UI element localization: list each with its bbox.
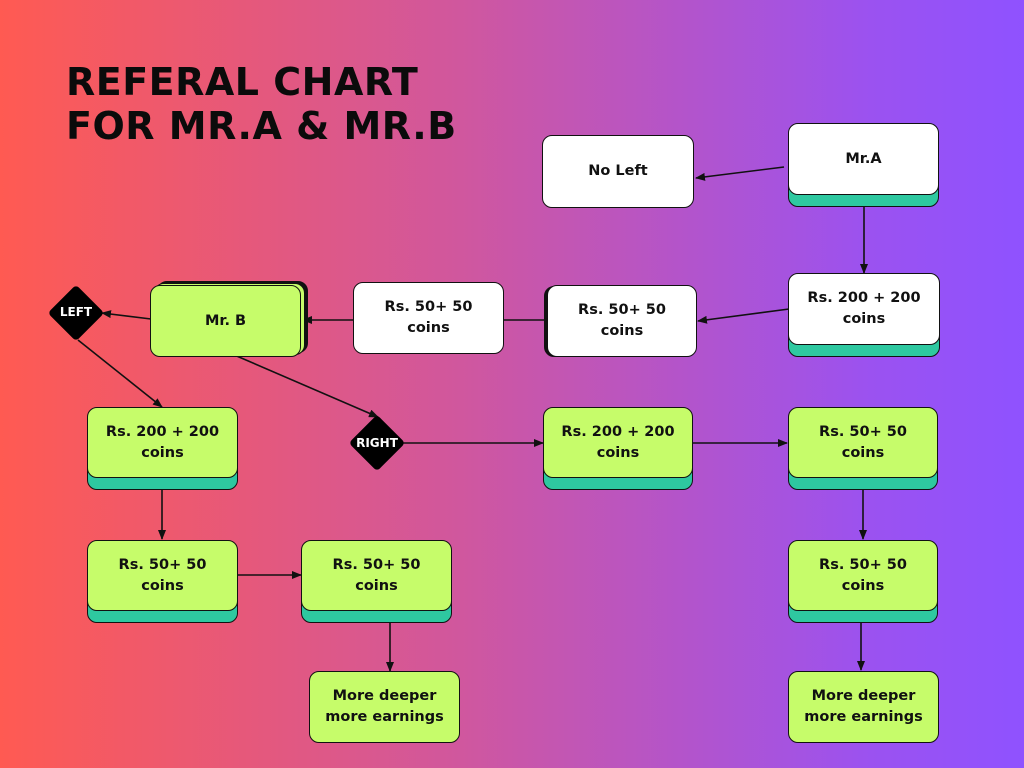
arrow-mr-a-to-no-left bbox=[695, 166, 785, 181]
node-left-50-next: Rs. 50+ 50 coins bbox=[301, 540, 452, 611]
node-mr-a: Mr.A bbox=[788, 123, 939, 195]
arrow-200-to-50 bbox=[697, 308, 790, 324]
arrow-mr-b-to-left bbox=[101, 310, 152, 320]
node-no-left: No Left bbox=[542, 135, 694, 208]
arrow-mr-b-to-right bbox=[231, 353, 379, 418]
node-right-deeper: More deeper more earnings bbox=[788, 671, 939, 743]
node-b-parent-50: Rs. 50+ 50 coins bbox=[353, 282, 504, 354]
node-left-50: Rs. 50+ 50 coins bbox=[87, 540, 238, 611]
node-mr-b: Mr. B bbox=[150, 285, 301, 357]
node-right-200: Rs. 200 + 200 coins bbox=[543, 407, 693, 478]
node-left-deeper: More deeper more earnings bbox=[309, 671, 460, 743]
left-label: LEFT bbox=[59, 305, 93, 319]
node-right-50: Rs. 50+ 50 coins bbox=[788, 407, 938, 478]
right-label: RIGHT bbox=[356, 436, 398, 450]
chart-title: REFERAL CHART FOR MR.A & MR.B bbox=[66, 60, 457, 148]
chart-title-line2: FOR MR.A & MR.B bbox=[66, 104, 457, 148]
node-a-child-50: Rs. 50+ 50 coins bbox=[547, 285, 697, 357]
node-left-200: Rs. 200 + 200 coins bbox=[87, 407, 238, 478]
arrow-left-to-200 bbox=[77, 339, 163, 408]
node-a-child-200: Rs. 200 + 200 coins bbox=[788, 273, 940, 345]
node-right-50-down: Rs. 50+ 50 coins bbox=[788, 540, 938, 611]
chart-title-line1: REFERAL CHART bbox=[66, 60, 419, 104]
